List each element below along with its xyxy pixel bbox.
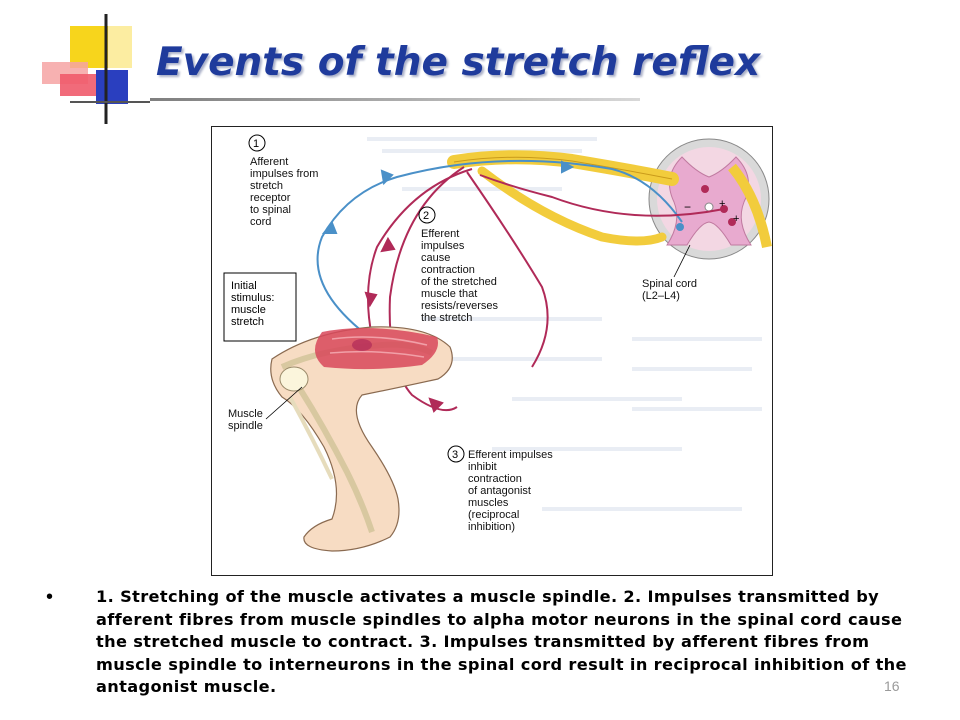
svg-text:to spinal: to spinal [250, 204, 291, 216]
svg-text:the stretch: the stretch [421, 312, 472, 324]
svg-text:(reciprocal: (reciprocal [468, 509, 519, 521]
step-1-marker: 1 [248, 134, 266, 152]
slide-title: Events of the stretch reflex [156, 40, 761, 85]
svg-text:of the stretched: of the stretched [421, 276, 497, 288]
afferent-pathway [316, 159, 683, 340]
minus-sign: − [684, 200, 691, 214]
svg-text:stretch: stretch [250, 180, 283, 192]
muscle-spindle-marker [352, 339, 372, 351]
svg-text:receptor: receptor [250, 192, 291, 204]
step-2-marker: 2 [418, 206, 436, 224]
muscle-spindle-label: Muscle spindle [228, 386, 303, 432]
svg-text:Muscle: Muscle [228, 408, 263, 420]
decorative-corner-squares [0, 0, 160, 130]
svg-text:Efferent impulses: Efferent impulses [468, 449, 553, 461]
svg-text:of antagonist: of antagonist [468, 485, 531, 497]
svg-text:contraction: contraction [421, 264, 475, 276]
step-3-marker: 3 [447, 445, 465, 463]
svg-text:1: 1 [253, 138, 259, 150]
nerve-trunk [447, 150, 772, 248]
title-underline [150, 98, 640, 101]
svg-text:resists/reverses: resists/reverses [421, 300, 499, 312]
initial-stimulus-box: Initial stimulus: muscle stretch [223, 272, 297, 342]
svg-text:impulses: impulses [421, 240, 465, 252]
svg-text:3: 3 [452, 449, 458, 461]
bullet-point: • [46, 586, 54, 608]
thigh-muscle [314, 328, 438, 370]
svg-text:Initial: Initial [231, 280, 257, 292]
svg-text:muscle: muscle [231, 304, 266, 316]
svg-text:cause: cause [421, 252, 450, 264]
svg-text:Spinal cord: Spinal cord [642, 278, 697, 290]
svg-text:2: 2 [423, 210, 429, 222]
svg-text:Afferent: Afferent [250, 156, 288, 168]
body-text: 1. Stretching of the muscle activates a … [96, 587, 907, 696]
svg-text:cord: cord [250, 216, 271, 228]
svg-text:stimulus:: stimulus: [231, 292, 274, 304]
efferent-pathway [364, 166, 725, 413]
deco-blue-square [96, 70, 128, 104]
spinal-cord-label: Spinal cord (L2–L4) [642, 244, 697, 302]
svg-text:muscles: muscles [468, 497, 509, 509]
deco-yellow-square [70, 26, 108, 68]
svg-text:Efferent: Efferent [421, 228, 459, 240]
step-2-label: Efferent impulses cause contraction of t… [421, 228, 499, 324]
deco-red-square [60, 74, 96, 96]
page-number: 16 [884, 678, 900, 694]
svg-text:inhibition): inhibition) [468, 521, 515, 533]
leg-illustration [270, 326, 453, 552]
background-texture [367, 137, 762, 511]
svg-text:stretch: stretch [231, 316, 264, 328]
svg-text:spindle: spindle [228, 420, 263, 432]
plus-sign: + [719, 198, 725, 210]
step-1-label: Afferent impulses from stretch receptor … [250, 156, 318, 228]
svg-text:impulses from: impulses from [250, 168, 318, 180]
svg-text:muscle that: muscle that [421, 288, 477, 300]
svg-text:(L2–L4): (L2–L4) [642, 290, 680, 302]
svg-text:contraction: contraction [468, 473, 522, 485]
svg-text:inhibit: inhibit [468, 461, 497, 473]
plus-sign: + [733, 213, 739, 225]
stretch-reflex-diagram: − + + [211, 126, 773, 576]
step-3-label: Efferent impulses inhibit contraction of… [468, 449, 553, 533]
